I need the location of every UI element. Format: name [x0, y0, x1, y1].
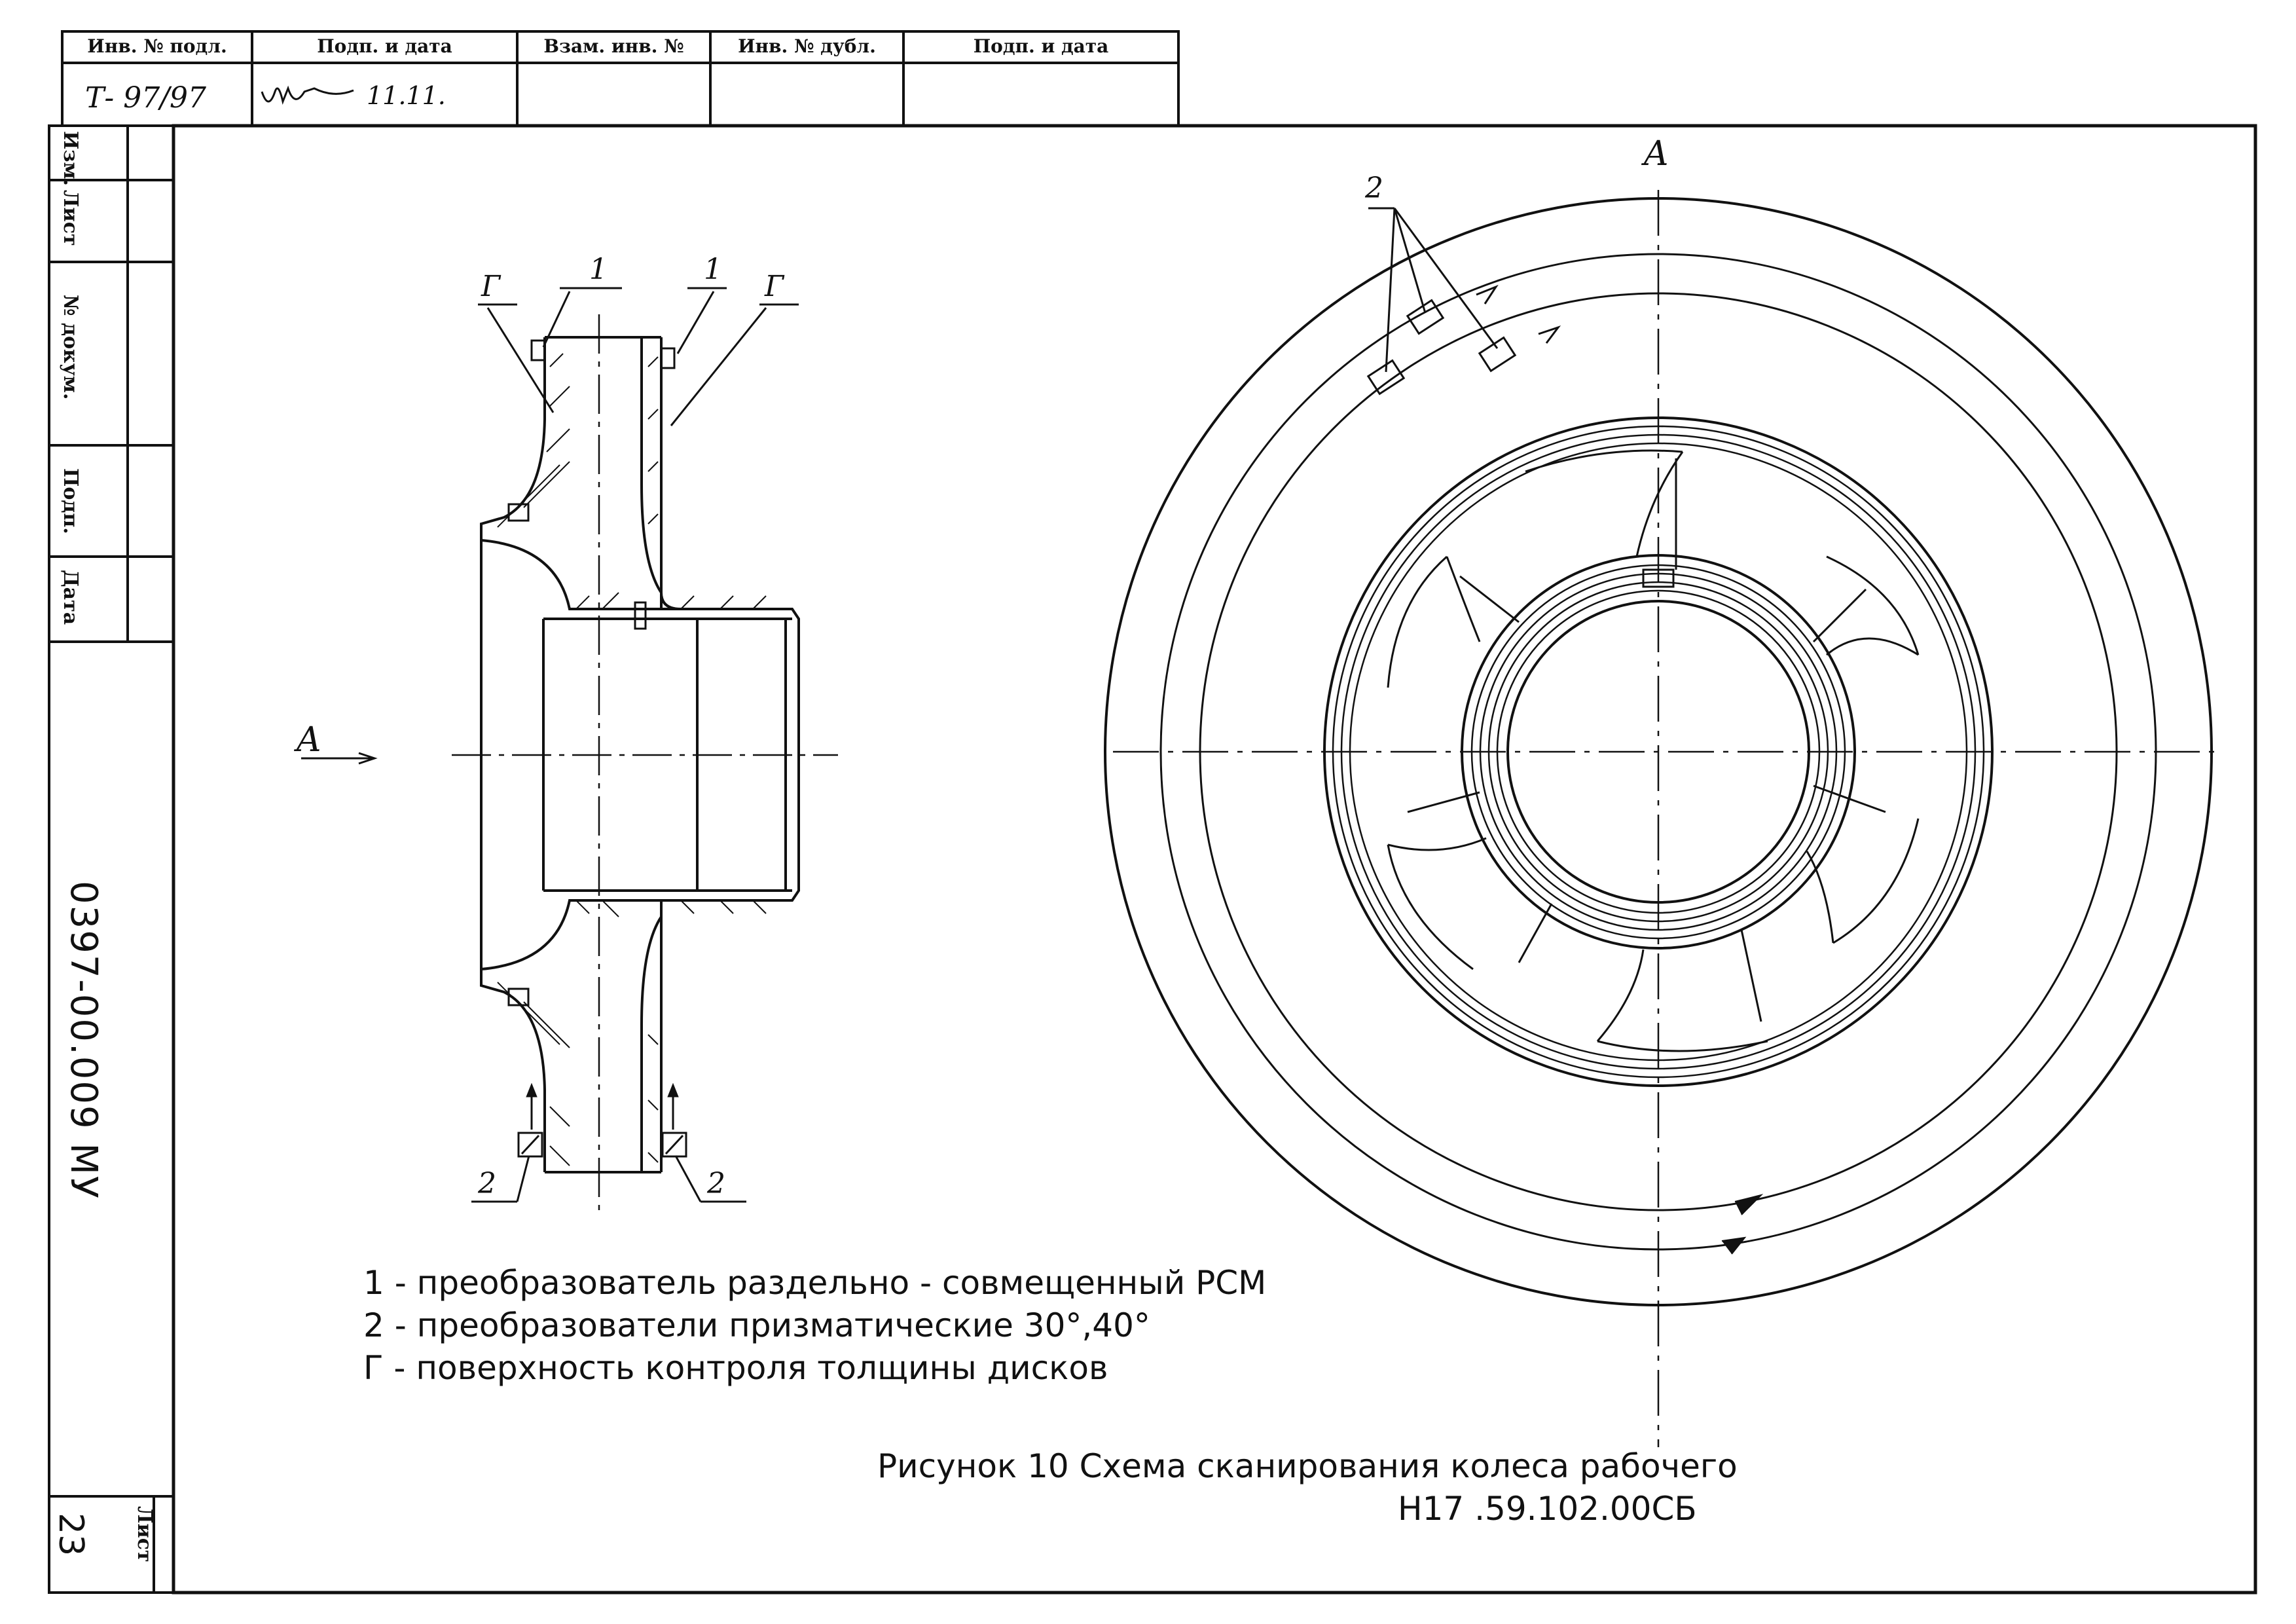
stamp-header-replaced-inv: Взам. инв. № — [543, 35, 684, 57]
figure-caption: Рисунок 10 Схема сканирования колеса раб… — [877, 1447, 1738, 1485]
scan-track-inner — [1199, 292, 2118, 1211]
callout-transducer-2-right: 2 — [707, 1167, 725, 1200]
transducer-1-right-mark — [660, 347, 676, 369]
hub-bore-circle — [1506, 600, 1810, 904]
drawing-number: Н17 .59.102.00СБ — [1398, 1490, 1697, 1528]
front-transducer-2c — [1478, 336, 1517, 373]
legend-item-2: 2 - преобразователи призматические 30°,4… — [363, 1306, 1150, 1344]
section-view-label: А — [296, 720, 322, 760]
vane-ring-outer — [1323, 416, 1994, 1087]
side-label-signature: Подп. — [59, 468, 82, 534]
stamp-header-sign-date-1: Подп. и дата — [317, 35, 452, 57]
stamp-header-sign-date-2: Подп. и дата — [973, 35, 1109, 57]
front-view-label: А — [1643, 134, 1669, 174]
side-label-date: Дата — [59, 570, 82, 625]
lower-front-disc — [480, 899, 663, 1172]
scan-track-outer — [1159, 253, 2157, 1251]
legend-item-1: 1 - преобразователь раздельно - совмещен… — [363, 1264, 1267, 1302]
outer-rim — [1104, 197, 2213, 1306]
upper-front-disc — [480, 337, 663, 610]
hub-bore — [542, 618, 792, 892]
stamp-value-inv-original: Т- 97/97 — [85, 81, 207, 115]
transducer-2-right-mark — [661, 1132, 687, 1158]
document-code: 0397-00.009 МУ — [62, 881, 105, 1200]
callout-transducer-2-left: 2 — [478, 1167, 496, 1200]
stamp-header-inv-duplicate: Инв. № дубл. — [738, 35, 876, 57]
side-label-document-no: № докум. — [59, 295, 82, 400]
stamp-header-inv-original: Инв. № подл. — [87, 35, 227, 57]
hub-transducer-mark — [1642, 568, 1675, 588]
callout-surface-left: Г — [481, 270, 501, 303]
signature-scribble — [261, 85, 354, 105]
title-block-grid — [61, 30, 1180, 127]
sheet-number: 23 — [51, 1513, 90, 1557]
impeller-vanes — [1387, 449, 1920, 1052]
callout-transducer-1-right: 1 — [704, 253, 722, 286]
hub-outline — [480, 540, 800, 969]
front-transducer-2a — [1406, 299, 1445, 335]
legend-item-3: Г - поверхность контроля толщины дисков — [363, 1349, 1108, 1387]
callout-surface-right: Г — [765, 270, 784, 303]
callout-transducer-1-left: 1 — [589, 253, 608, 286]
front-transducer-2b — [1366, 359, 1406, 396]
shroud-eye-outer — [1461, 554, 1856, 950]
callout-transducer-2-front: 2 — [1365, 172, 1383, 205]
side-label-sheet: Лист — [59, 190, 82, 246]
side-block-grid — [48, 124, 175, 1594]
sheet-number-label: Лист — [133, 1506, 156, 1562]
impeller-section-view — [301, 287, 838, 1211]
side-label-change: Изм. — [59, 131, 82, 186]
transducer-1-left-mark — [530, 339, 546, 361]
transducer-2-left-mark — [517, 1132, 543, 1158]
stamp-value-sign-date: 11.11. — [367, 81, 446, 110]
impeller-front-view — [1104, 190, 2219, 1447]
